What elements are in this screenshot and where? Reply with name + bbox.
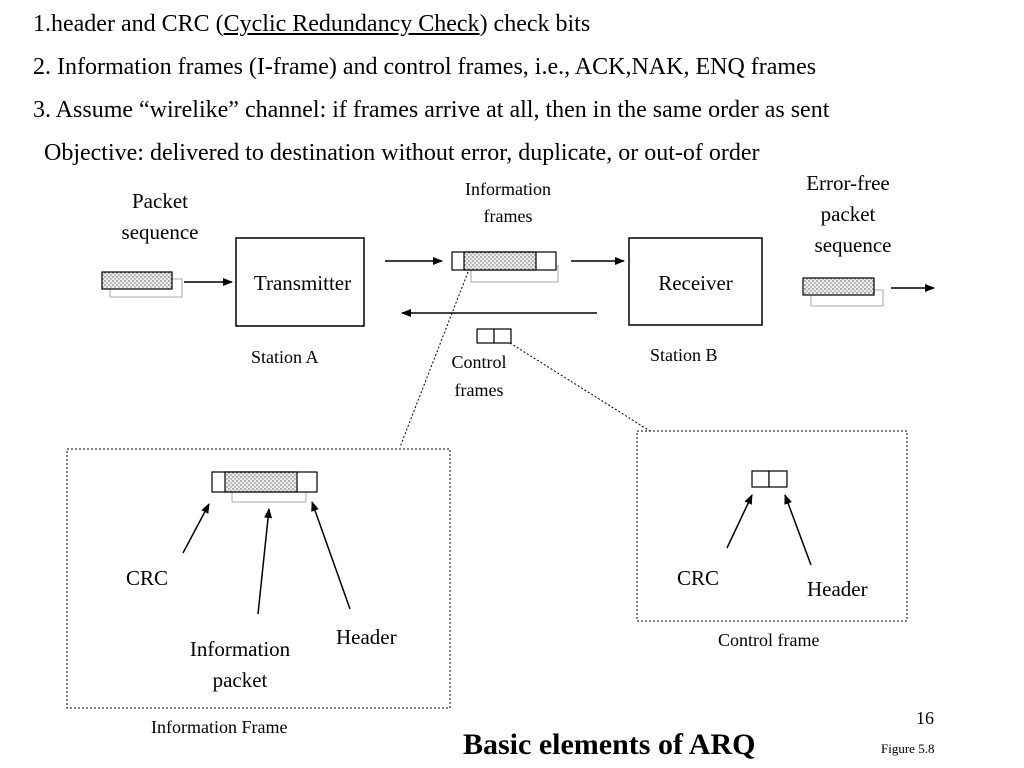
arrow-info-packet-pointer xyxy=(257,508,273,615)
control-frames-label-1: Control xyxy=(451,352,507,372)
control-header-label: Header xyxy=(807,577,868,601)
info-packet-label-1: Information xyxy=(189,637,291,661)
info-frame-detail-box xyxy=(66,448,451,709)
info-frame-detail-icon xyxy=(211,471,318,503)
error-free-packet-icon xyxy=(802,277,884,307)
information-frame-icon xyxy=(451,251,559,283)
error-free-label-1: Error-free xyxy=(806,171,890,195)
point-1: 1.header and CRC (Cyclic Redundancy Chec… xyxy=(33,12,590,36)
receiver-label: Receiver xyxy=(658,271,733,295)
connector-info-frame xyxy=(399,271,469,448)
info-crc-label: CRC xyxy=(126,566,169,590)
control-frame-detail-box xyxy=(636,430,908,622)
arrow-header-pointer xyxy=(311,501,351,610)
page-number: 16 xyxy=(916,708,934,728)
arrow-control-crc-pointer xyxy=(726,494,753,549)
packet-sequence-icon xyxy=(101,271,183,298)
point-3: 3. Assume “wirelike” channel: if frames … xyxy=(33,97,830,123)
info-packet-label-2: packet xyxy=(212,668,268,692)
point-2: 2. Information frames (I-frame) and cont… xyxy=(33,54,817,80)
error-free-label-2: packet xyxy=(820,202,876,226)
control-frame-icon xyxy=(476,328,512,344)
transmitter-box xyxy=(235,237,365,327)
station-b-label: Station B xyxy=(650,345,718,365)
error-free-label-3: sequence xyxy=(814,233,892,257)
packet-sequence-label-2: sequence xyxy=(121,220,199,244)
transmitter-label: Transmitter xyxy=(253,271,352,295)
control-frame-detail-icon xyxy=(751,470,788,488)
control-frames-label-2: frames xyxy=(454,380,504,400)
receiver-box xyxy=(628,237,763,326)
info-frame-caption: Information Frame xyxy=(151,717,288,737)
control-crc-label: CRC xyxy=(677,566,720,590)
information-frames-label-2: frames xyxy=(483,206,533,226)
crc-link[interactable]: Cyclic Redundancy Check xyxy=(223,11,480,37)
point-1-suffix: ) check bits xyxy=(479,11,591,37)
information-frames-label-1: Information xyxy=(465,179,551,199)
objective: Objective: delivered to destination with… xyxy=(44,140,760,166)
arrow-crc-pointer xyxy=(182,503,210,554)
info-header-label: Header xyxy=(336,625,397,649)
slide-title: Basic elements of ARQ xyxy=(463,728,756,761)
figure-label: Figure 5.8 xyxy=(881,741,935,756)
control-frame-caption: Control frame xyxy=(718,630,820,650)
point-1-prefix: 1.header and CRC ( xyxy=(33,11,224,37)
connector-control-frame xyxy=(509,342,651,432)
arrow-control-header-pointer xyxy=(784,494,812,566)
packet-sequence-label-1: Packet xyxy=(132,189,188,213)
station-a-label: Station A xyxy=(251,347,319,367)
